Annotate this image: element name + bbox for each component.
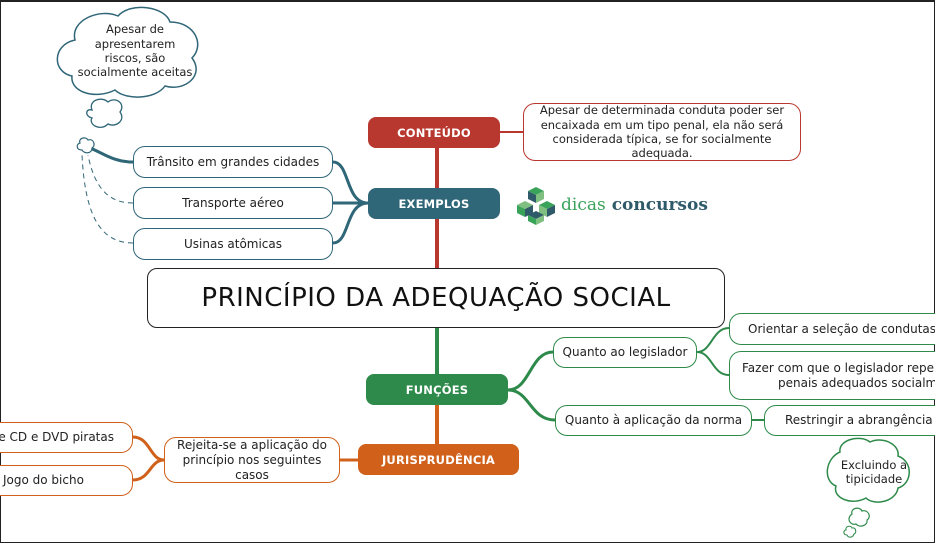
legislador-item-line2: penais adequados socialmente <box>778 375 935 390</box>
jurisprudencia-item[interactable]: Jogo do bicho <box>0 465 133 496</box>
aplicacao-item[interactable]: Restringir a abrangência da <box>764 405 935 436</box>
exemplos-node[interactable]: EXEMPLOS <box>368 188 500 219</box>
jurisprudencia-item[interactable]: de CD e DVD piratas <box>0 422 133 453</box>
legislador-item[interactable]: Orientar a seleção de condutas proi <box>729 313 935 345</box>
funcoes-node[interactable]: FUNÇÕES <box>366 374 508 405</box>
jurisprudencia-detail[interactable]: Rejeita-se a aplicação do princípio nos … <box>164 437 340 483</box>
aplicacao-note: Excluindo a tipicidade <box>840 457 908 486</box>
legislador-item-line1: Fazer com que o legislador repense o <box>742 360 935 375</box>
cube-logo-icon <box>517 187 555 225</box>
jurisprudencia-node[interactable]: JURISPRUDÊNCIA <box>358 444 519 475</box>
page-title: PRINCÍPIO DA ADEQUAÇÃO SOCIAL <box>147 268 725 328</box>
logo-word-dicas: dicas <box>561 195 606 215</box>
exemplo-item[interactable]: Trânsito em grandes cidades <box>133 146 333 178</box>
conteudo-detail[interactable]: Apesar de determinada conduta poder ser … <box>523 103 801 161</box>
legislador-item-2[interactable]: Fazer com que o legislador repense o pen… <box>729 351 935 400</box>
exemplos-note: Apesar de apresentarem riscos, são socia… <box>77 22 193 80</box>
exemplo-item[interactable]: Usinas atômicas <box>133 228 333 260</box>
logo-word-concursos: concursos <box>611 195 708 215</box>
conteudo-node[interactable]: CONTEÚDO <box>368 117 500 148</box>
aplicacao-node[interactable]: Quanto à aplicação da norma <box>555 405 752 436</box>
legislador-node[interactable]: Quanto ao legislador <box>553 337 697 368</box>
exemplo-item[interactable]: Transporte aéreo <box>133 187 333 219</box>
dicas-concursos-logo: dicas concursos <box>517 185 708 225</box>
